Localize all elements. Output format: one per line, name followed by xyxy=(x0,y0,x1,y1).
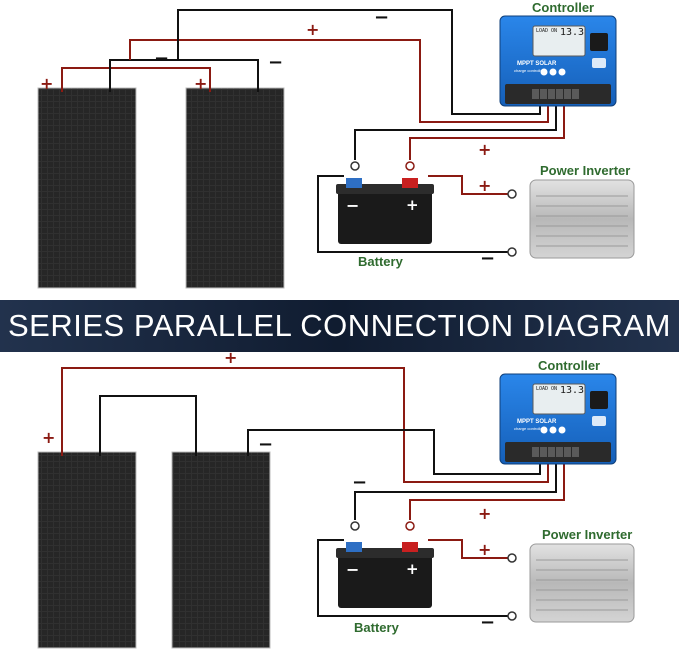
bottom-inverter-negative-wire xyxy=(317,539,508,617)
title-banner: SERIES PARALLEL CONNECTION DIAGRAM xyxy=(0,300,679,352)
top-lcd-mode: LOAD ON xyxy=(536,28,558,34)
bottom-battery-positive-wire xyxy=(409,462,565,520)
top-panel-right-minus-sign: − xyxy=(268,52,284,73)
top-negative-to-controller xyxy=(177,9,541,115)
bottom-controller-plus-sign: + xyxy=(224,348,238,367)
bottom-battery-negative-lug xyxy=(350,521,360,531)
bottom-lcd-mode: LOAD ON xyxy=(536,386,558,392)
top-inverter-plus-sign: + xyxy=(478,176,492,195)
top-inverter-positive-wire xyxy=(428,175,508,195)
bottom-series-jumper xyxy=(99,395,197,456)
bottom-inverter-body xyxy=(529,543,635,623)
top-positive-jumper xyxy=(61,67,211,92)
top-solar-panel-left xyxy=(37,87,137,289)
top-battery-body-plus: + xyxy=(406,196,419,214)
top-battery-body-minus: − xyxy=(346,196,360,215)
top-battery-body xyxy=(338,188,432,244)
bottom-battery-negative-wire xyxy=(354,462,557,520)
bottom-solar-panel-right xyxy=(171,451,271,649)
bottom-battery-body-plus: + xyxy=(406,560,419,578)
top-solar-panel-right xyxy=(185,87,285,289)
top-controller-terminals xyxy=(532,89,579,99)
top-panel-left-plus-sign: + xyxy=(40,74,54,93)
bottom-controller-button-3 xyxy=(558,426,566,434)
bottom-controller-body xyxy=(499,373,617,465)
top-lcd-value: 13.3 xyxy=(560,27,585,38)
top-panel-right-plus-sign: + xyxy=(194,74,208,93)
bottom-controller-subbrand: charge controller xyxy=(514,426,544,431)
bottom-controller-button-1 xyxy=(540,426,548,434)
banner-title: SERIES PARALLEL CONNECTION DIAGRAM xyxy=(8,308,671,343)
bottom-battery-plus-sign: + xyxy=(478,504,492,523)
bottom-panel-left-plus-sign: + xyxy=(42,428,56,447)
top-battery-plus-sign: + xyxy=(478,140,492,159)
bottom-inverter-label: Power Inverter xyxy=(542,527,633,542)
bottom-controller-button-2 xyxy=(549,426,557,434)
bottom-battery-body-minus: − xyxy=(346,560,360,579)
bottom-positive-to-controller xyxy=(61,367,549,483)
bottom-battery-positive-terminal xyxy=(402,542,418,552)
bottom-battery-negative-terminal xyxy=(346,542,362,552)
bottom-inverter-positive-lug xyxy=(507,553,517,563)
bottom-lcd-value: 13.3 xyxy=(560,385,585,396)
bottom-battery-label: Battery xyxy=(354,620,399,635)
top-inverter-positive-lug xyxy=(507,189,517,199)
top-battery-positive-lug xyxy=(405,161,415,171)
bottom-inverter-plus-sign: + xyxy=(478,540,492,559)
top-inverter-negative-lug xyxy=(507,247,517,257)
top-inverter-fins xyxy=(536,195,628,247)
bottom-negative-to-controller xyxy=(247,429,541,475)
top-battery-negative-terminal xyxy=(346,178,362,188)
bottom-diagram xyxy=(37,367,635,649)
bottom-inverter-positive-wire xyxy=(428,539,508,559)
bottom-inverter-minus-sign: − xyxy=(480,612,496,633)
top-battery-label: Battery xyxy=(358,254,403,269)
top-controller-body xyxy=(499,15,617,107)
top-battery-positive-terminal xyxy=(402,178,418,188)
top-controller-button-2 xyxy=(549,68,557,76)
top-inverter-label: Power Inverter xyxy=(540,163,631,178)
top-controller-minus-sign: − xyxy=(374,7,390,28)
bottom-controller-brand: MPPT SOLAR xyxy=(517,419,557,425)
bottom-controller-badge xyxy=(592,416,606,426)
bottom-controller-lcd xyxy=(532,383,586,415)
bottom-controller-label: Controller xyxy=(538,358,601,373)
top-inverter-minus-sign: − xyxy=(480,248,496,269)
top-controller-badge xyxy=(592,58,606,68)
top-controller-plus-sign: + xyxy=(306,20,320,39)
top-controller-usb xyxy=(590,33,608,51)
bottom-inverter-negative-lug xyxy=(507,611,517,621)
top-battery-negative-wire xyxy=(354,104,557,160)
top-controller-label: Controller xyxy=(532,0,595,15)
top-controller-brand: MPPT SOLAR xyxy=(517,61,557,67)
top-inverter-body xyxy=(529,179,635,259)
bottom-controller-usb xyxy=(590,391,608,409)
top-controller-subbrand: charge controller xyxy=(514,68,544,73)
bottom-controller-terminals xyxy=(532,447,579,457)
bottom-inverter-fins xyxy=(536,559,628,611)
top-inverter-negative-wire xyxy=(317,175,508,253)
top-negative-jumper xyxy=(109,59,259,92)
bottom-battery-positive-lug xyxy=(405,521,415,531)
top-battery-negative-lug xyxy=(350,161,360,171)
bottom-solar-panel-left xyxy=(37,451,137,649)
bottom-panel-right-minus-sign: − xyxy=(258,434,274,455)
bottom-controller-minus-sign: − xyxy=(352,472,368,493)
top-controller-lcd xyxy=(532,25,586,57)
top-panel-left-minus-sign: − xyxy=(154,48,170,69)
top-controller-button-3 xyxy=(558,68,566,76)
top-diagram xyxy=(37,9,635,289)
top-controller-button-1 xyxy=(540,68,548,76)
top-positive-to-controller xyxy=(129,39,549,123)
top-battery-positive-wire xyxy=(409,104,565,160)
bottom-battery-body xyxy=(338,552,432,608)
